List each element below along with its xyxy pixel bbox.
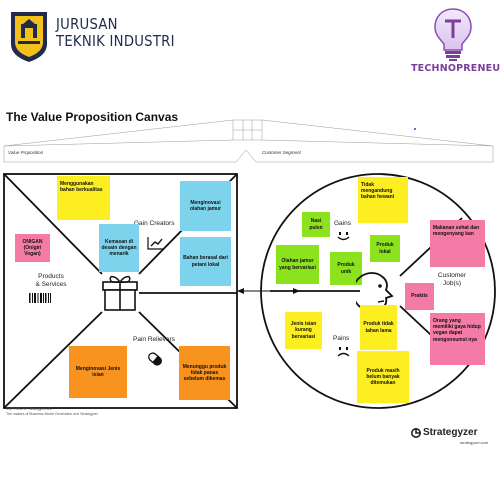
sticky-note-berkualitas: Menggunakan bahan berkualitas <box>57 176 110 220</box>
header: JURUSAN TEKNIK INDUSTRI TECHNOPRENEUR <box>0 0 500 92</box>
strategyzer-logo: Strategyzer <box>411 427 477 438</box>
copyright-notice: COPYRIGHT: Strategyzer AG The makers of … <box>6 407 98 416</box>
sticky-note-olahan-jamur: Menginovasi olahan jamur <box>180 181 231 231</box>
value-proposition-label: Value Proposition <box>8 150 44 155</box>
gift-icon <box>102 275 138 311</box>
sticky-note-isian-kurang: Jenis isian kurang bervariasi <box>285 312 322 349</box>
canvas-title: The Value Proposition Canvas <box>6 110 179 124</box>
sticky-note-produk-lokal: Produk lokal <box>370 235 400 262</box>
frown-icon <box>337 347 350 357</box>
pill-icon <box>148 352 162 366</box>
customer-jobs-label: Customer Job(s) <box>437 272 467 287</box>
sticky-note-hewani: Tidak mengandung bahan hewani <box>358 177 408 223</box>
brand-name: TECHNOPRENEUR <box>411 63 500 74</box>
sticky-note-tahan-lama: Produk tidak tahan lama <box>360 305 397 350</box>
department-line-1: JURUSAN <box>56 15 118 33</box>
sticky-note-belum-ditemukan: Produk masih belum banyak ditemukan <box>357 351 409 403</box>
products-services-label: Products & Services <box>35 273 67 288</box>
strategyzer-brand-text: Strategyzer <box>423 427 478 438</box>
sticky-note-makanan-sehat: Makanan sehat dan mengenyang kan <box>430 220 485 267</box>
department-line-2: TEKNIK INDUSTRI <box>56 32 175 50</box>
customer-segment-label: Customer Segment <box>262 150 301 155</box>
sticky-note-nasi-pulen: Nasi pulen <box>302 212 330 237</box>
chart-up-icon <box>147 237 164 250</box>
gains-label: Gains <box>334 220 351 227</box>
sticky-note-petani-lokal: Bahan berasal dari petani lokal <box>180 237 231 286</box>
strategyzer-url: strategyzer.com <box>460 440 489 445</box>
pain-relievers-label: Pain Relievers <box>133 336 175 343</box>
sticky-note-kemasan: Kemasan di desain dengan menarik <box>99 224 139 272</box>
gain-creators-label: Gain Creators <box>134 220 175 227</box>
sticky-note-gaya-hidup-vegan: Orang yang memiliki gaya hidup vegan dap… <box>430 313 485 365</box>
pains-label: Pains <box>333 335 350 342</box>
sticky-note-onigan: ONIGAN (Onigiri Vegan) <box>15 234 50 262</box>
sticky-note-olahan-jamur-bervariasi: Olahan jamur yang bervariasi <box>276 245 319 284</box>
department-name: JURUSAN TEKNIK INDUSTRI <box>56 16 175 50</box>
smile-icon <box>337 232 350 241</box>
strategyzer-logo-icon <box>411 427 421 438</box>
copyright-line-1: COPYRIGHT: Strategyzer AG <box>6 407 53 411</box>
lightbulb-logo-icon <box>434 8 472 61</box>
sticky-note-panas: Menunggu produk tidak panas sebelum dike… <box>179 346 230 400</box>
sticky-note-praktis: Praktis <box>405 283 434 310</box>
university-logo-icon <box>11 12 47 62</box>
sticky-note-jenis-isian: Menginovasi Jenis isian <box>69 346 127 398</box>
copyright-line-2: The makers of Business Model Generation … <box>6 411 99 416</box>
barcode-icon <box>29 293 51 303</box>
